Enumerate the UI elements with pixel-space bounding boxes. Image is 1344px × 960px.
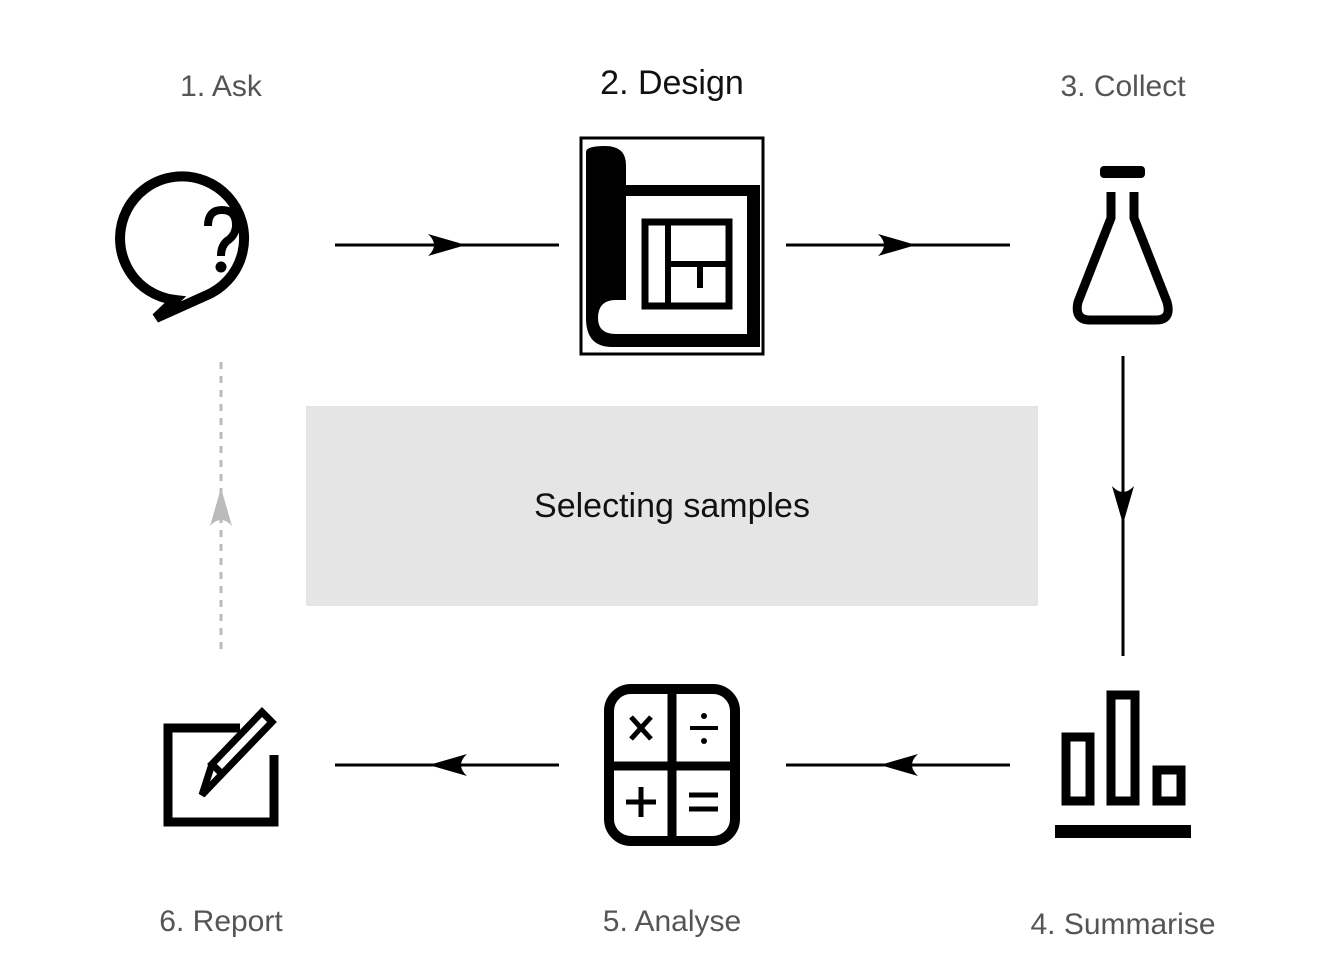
arrow-summarise-to-analyse (786, 754, 1010, 776)
arrow-analyse-to-report (335, 754, 559, 776)
blueprint-icon (579, 136, 765, 356)
step-label-collect: 3. Collect (1060, 70, 1186, 103)
speech-bubble-question-icon (115, 171, 250, 323)
calculator-icon (604, 684, 740, 846)
step-label-summarise: 4. Summarise (1030, 908, 1216, 941)
arrow-collect-to-summarise (1112, 356, 1134, 656)
current-stage-box: Selecting samples (306, 406, 1038, 606)
step-label-ask: 1. Ask (180, 70, 262, 103)
step-label-report: 6. Report (159, 905, 283, 938)
bar-chart-icon (1055, 690, 1191, 838)
edit-report-icon (163, 707, 279, 827)
flask-icon (1072, 166, 1173, 325)
arrow-report-to-ask-dashed (210, 362, 232, 656)
step-label-design: 2. Design (600, 64, 744, 102)
arrow-design-to-collect (786, 234, 1010, 256)
current-stage-text: Selecting samples (534, 486, 810, 525)
step-label-analyse: 5. Analyse (602, 905, 742, 938)
arrow-ask-to-design (335, 234, 559, 256)
